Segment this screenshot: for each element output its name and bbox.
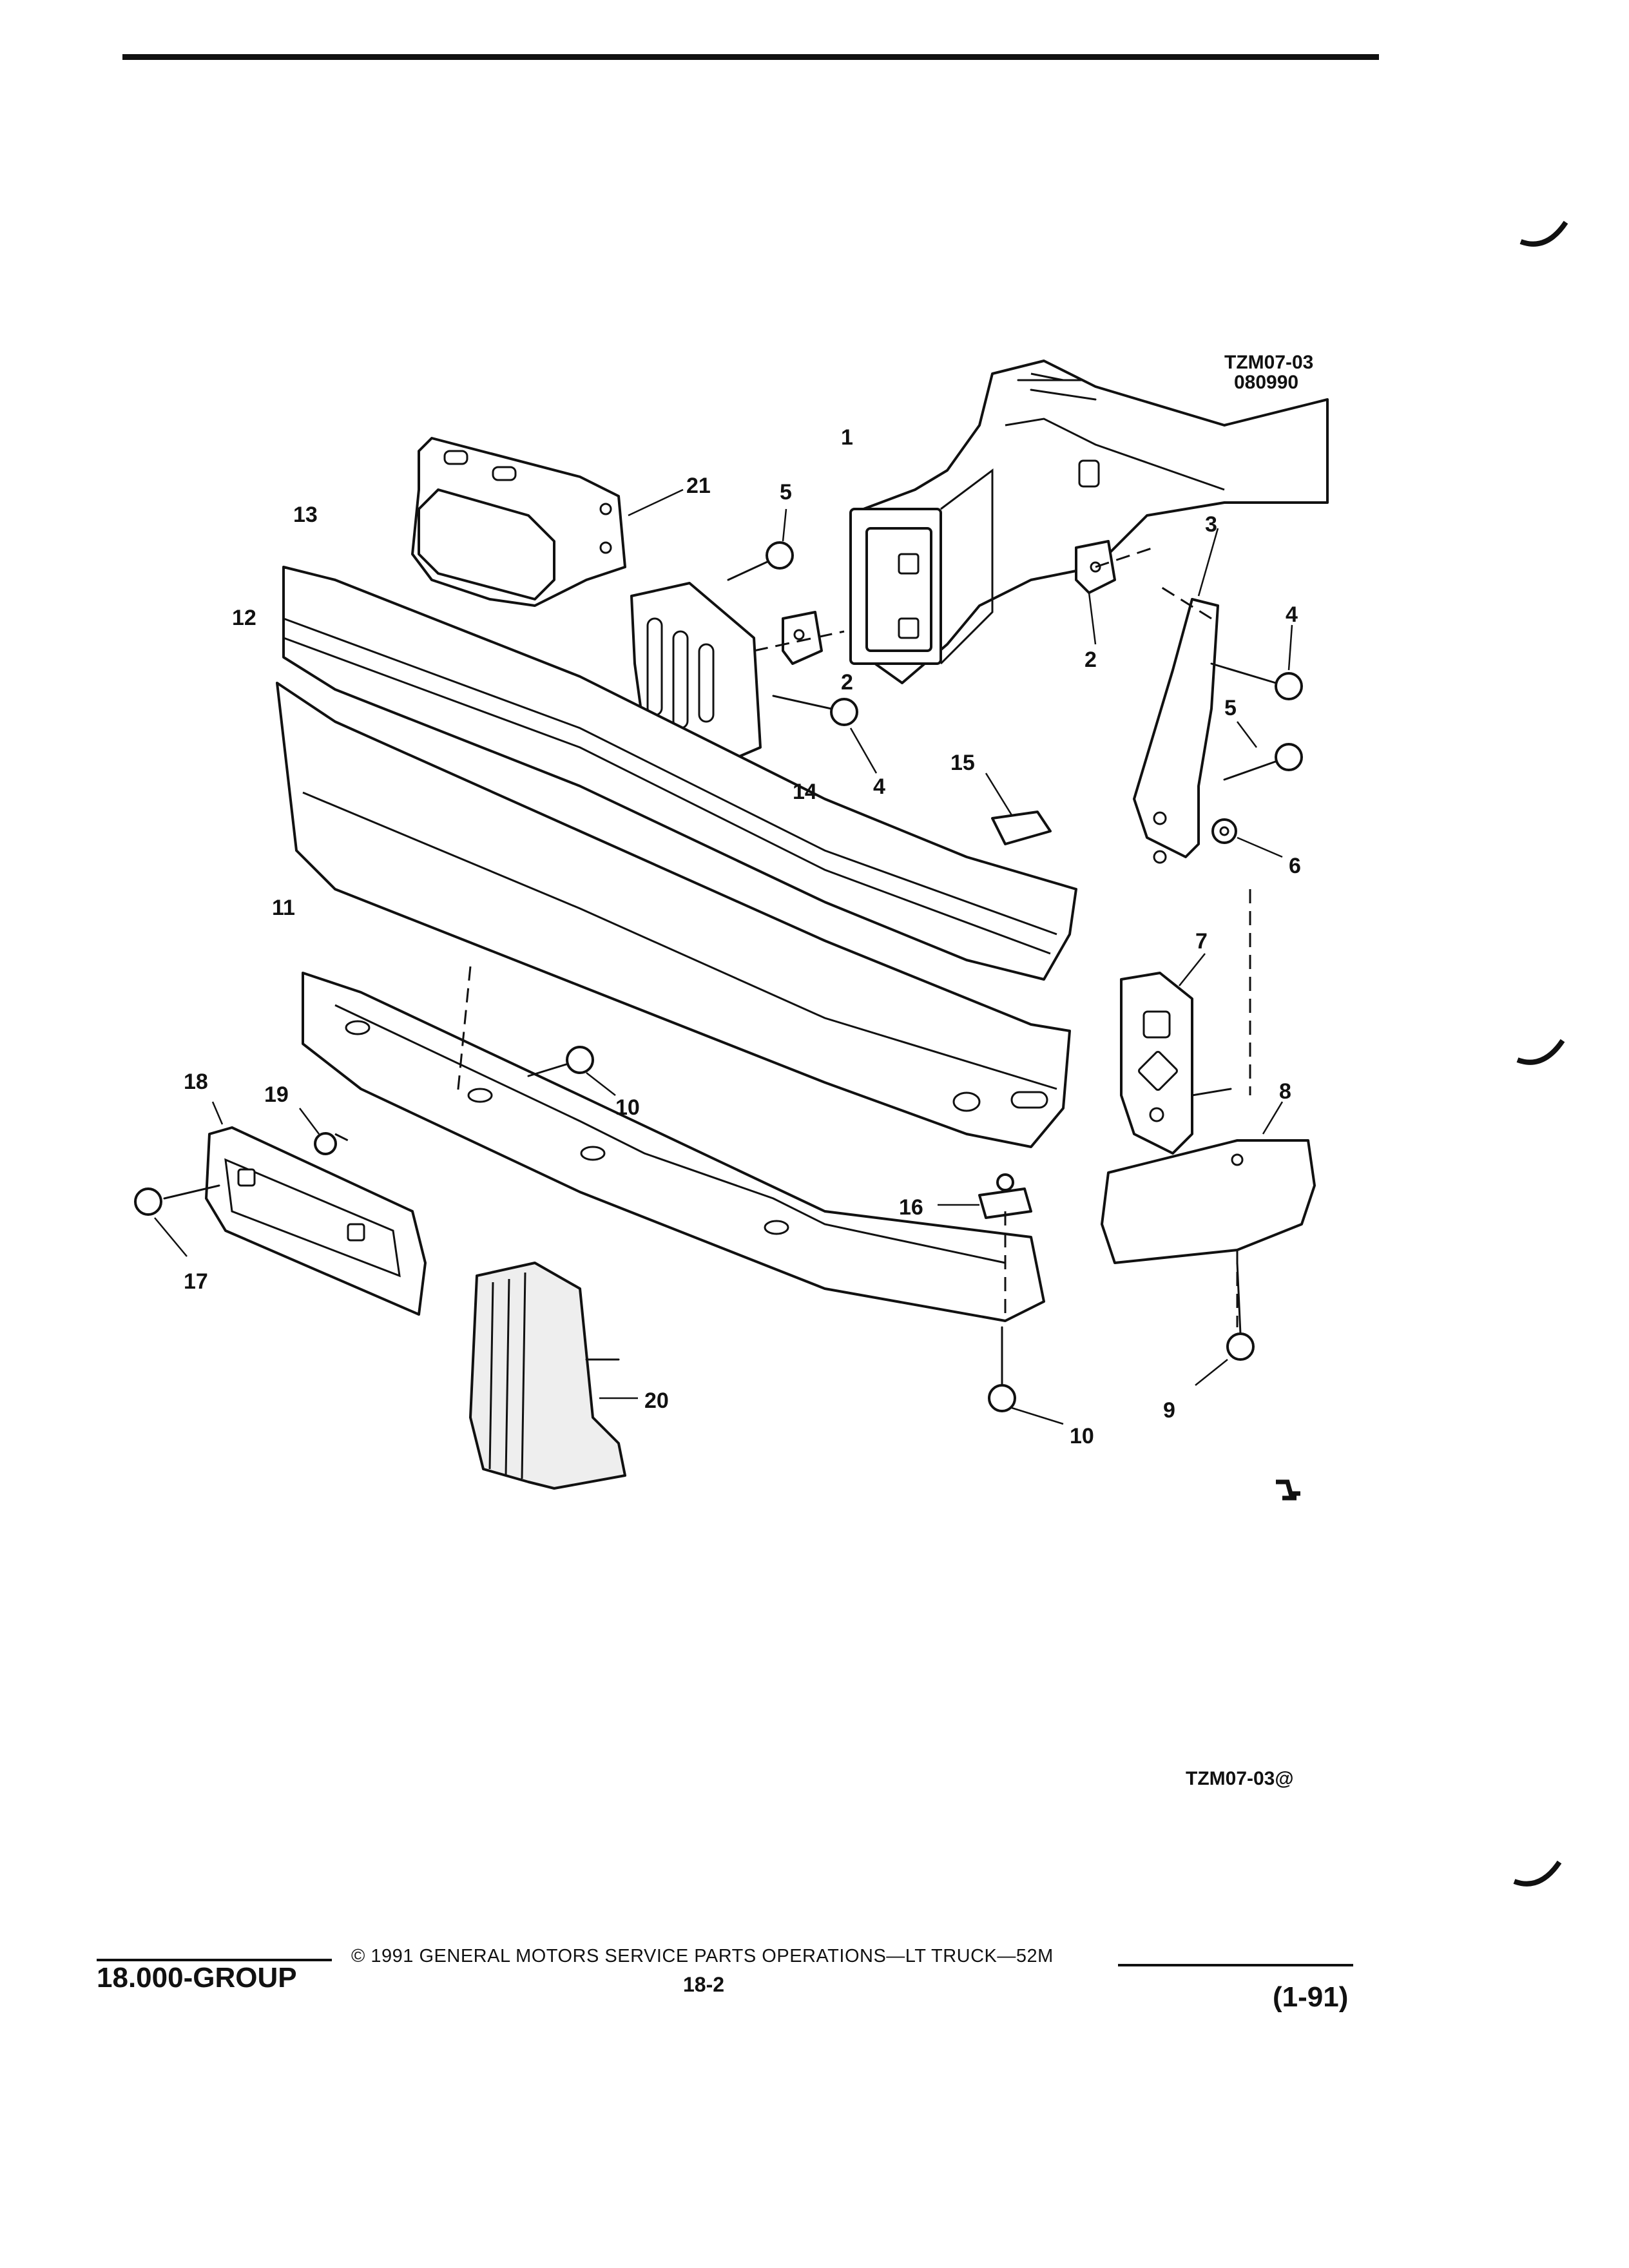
binding-mark-bottom (1513, 1860, 1562, 1887)
callout-2-left: 2 (841, 670, 853, 695)
callout-12: 12 (232, 606, 256, 630)
bracket-7 (1120, 953, 1206, 1155)
figure-reference-date: 080990 (1234, 372, 1298, 393)
stray-mark (1276, 1479, 1300, 1501)
footer-page-number: 18-2 (683, 1973, 725, 1996)
mounting-bracket-21 (411, 437, 684, 607)
callout-9: 9 (1163, 1398, 1175, 1423)
callout-14: 14 (793, 780, 817, 804)
end-cap-8 (1101, 1101, 1316, 1264)
bumper-lower-bar-12 (276, 682, 1071, 1148)
callout-8: 8 (1279, 1079, 1291, 1104)
binding-mark-middle (1516, 1039, 1565, 1065)
callout-4-left: 4 (873, 774, 885, 799)
callout-10-upper: 10 (615, 1095, 640, 1120)
callout-17: 17 (184, 1269, 208, 1294)
fasteners (134, 508, 1303, 1425)
callout-16: 16 (899, 1195, 923, 1220)
figure-reference-code: TZM07-03 (1224, 352, 1313, 373)
bracket-3 (1133, 528, 1219, 864)
callout-1: 1 (841, 425, 853, 450)
footer-left-rule (97, 1959, 332, 1961)
license-plate-bracket-18 (205, 1101, 427, 1316)
callout-5-right: 5 (1224, 696, 1237, 720)
callout-11: 11 (272, 896, 295, 920)
alignment-lines (334, 546, 1251, 1327)
footer-right-rule (1118, 1964, 1353, 1966)
callout-19: 19 (264, 1082, 289, 1107)
reinforcement-plate-14 (630, 582, 787, 781)
callout-18: 18 (184, 1070, 208, 1094)
callout-2-right: 2 (1084, 648, 1097, 672)
bumper-valance-11 (302, 972, 1045, 1322)
footer-revision-date: (1-91) (1273, 1981, 1349, 2013)
callout-15: 15 (950, 751, 975, 775)
binding-mark-top (1519, 220, 1568, 247)
callout-4-right: 4 (1286, 602, 1298, 627)
footer-group-code: 18.000-GROUP (97, 1962, 297, 1994)
guard-20 (469, 1262, 638, 1490)
top-rule (122, 54, 1379, 60)
callout-3: 3 (1205, 512, 1217, 537)
callout-5-upper: 5 (780, 480, 792, 505)
callout-labels: 1 2 2 3 4 4 5 5 6 7 8 9 10 10 11 12 13 1… (184, 425, 1301, 1448)
frame-rail (849, 360, 1329, 684)
callout-10-lower: 10 (1070, 1424, 1094, 1448)
callout-21: 21 (686, 474, 711, 498)
callout-6: 6 (1289, 854, 1301, 878)
callout-7: 7 (1195, 929, 1208, 954)
callout-13: 13 (293, 503, 318, 527)
footer-copyright: © 1991 GENERAL MOTORS SERVICE PARTS OPER… (351, 1946, 1054, 1966)
callout-20: 20 (644, 1389, 669, 1413)
figure-bottom-reference: TZM07-03@ (1186, 1768, 1294, 1789)
